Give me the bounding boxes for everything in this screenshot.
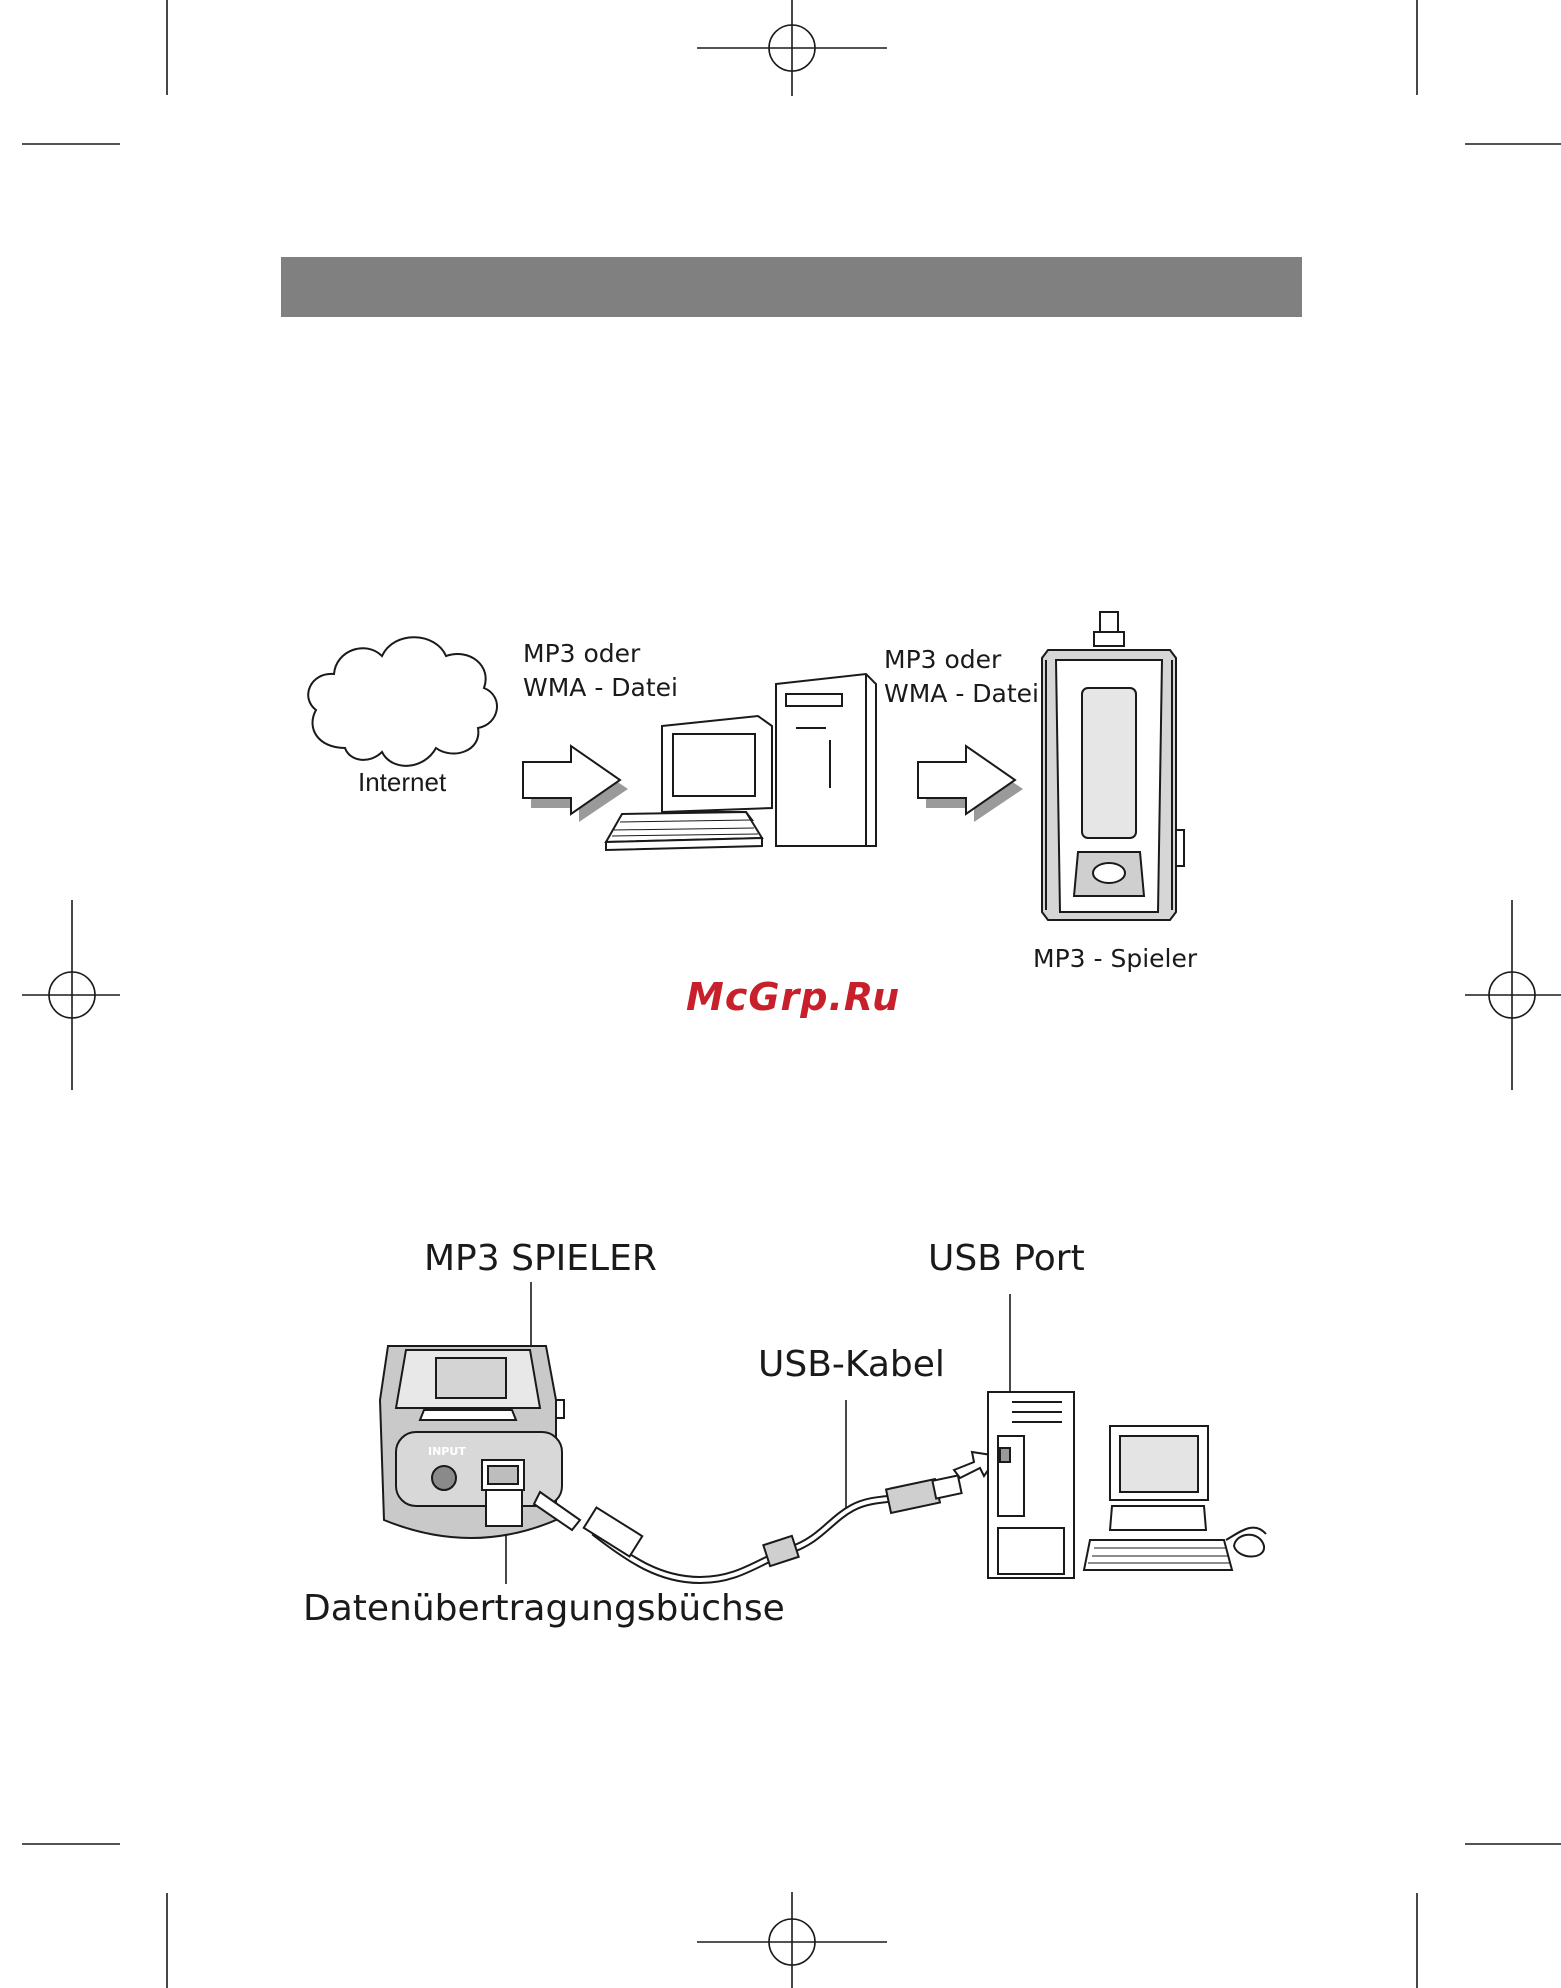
mp3-spieler-label: MP3 SPIELER xyxy=(424,1238,657,1279)
data-socket-label: Datenübertragungsbüchse xyxy=(303,1588,785,1629)
usb-port-label: USB Port xyxy=(928,1238,1085,1279)
computer-icon xyxy=(988,1392,1266,1578)
usb-cable-label: USB-Kabel xyxy=(758,1344,945,1385)
usb-cable-icon xyxy=(584,1475,962,1580)
mp3-player-icon xyxy=(380,1346,580,1538)
input-text: INPUT xyxy=(428,1445,466,1458)
